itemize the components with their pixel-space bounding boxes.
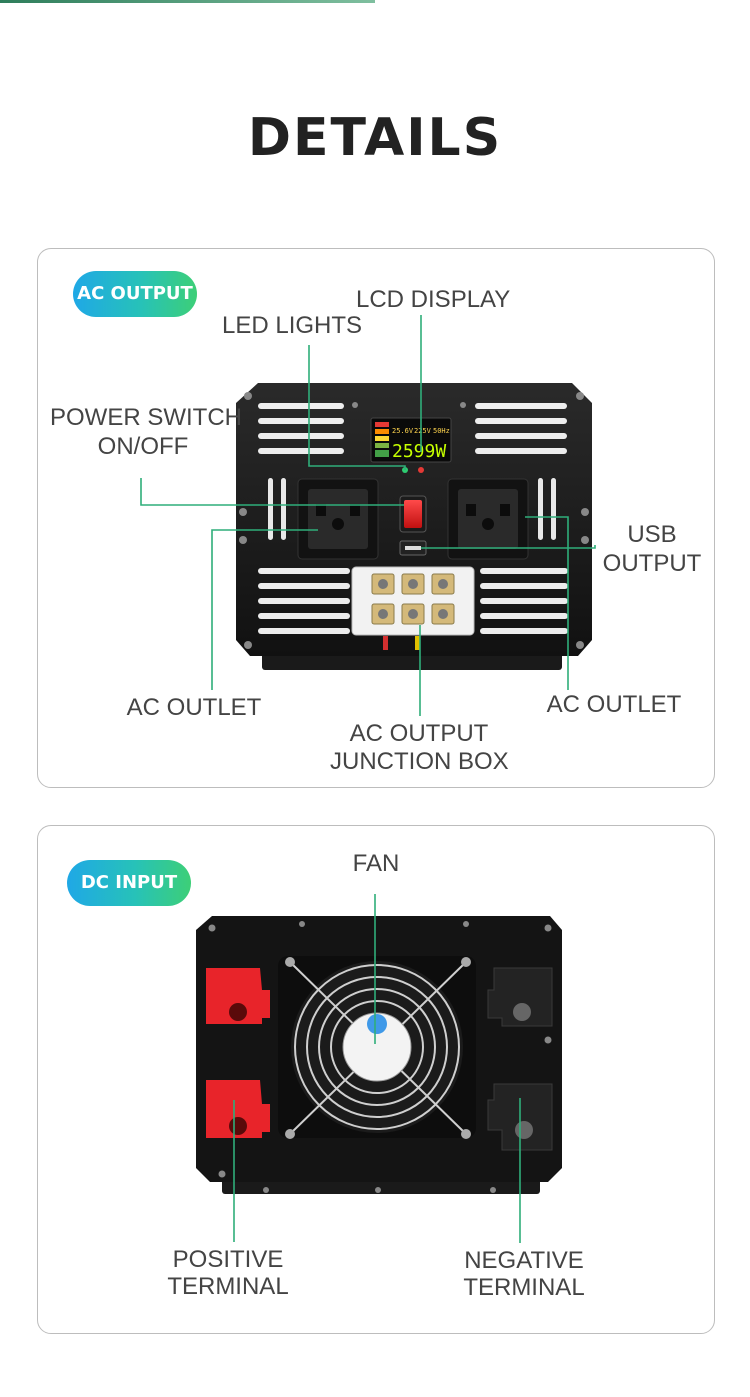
vent-slots-top-right — [475, 403, 567, 454]
lcd-voltage-out: 225V — [414, 427, 432, 435]
lcd-power: 2599W — [392, 441, 446, 462]
dc-callout-lines — [233, 894, 521, 1243]
top-accent-line — [0, 0, 375, 3]
vent-slots-top-left — [258, 403, 344, 454]
label-negative-1: NEGATIVE — [464, 1247, 584, 1274]
label-junction-2: JUNCTION BOX — [330, 748, 509, 775]
label-led-lights: LED LIGHTS — [222, 312, 363, 339]
screw — [244, 392, 252, 400]
dc-input-badge: DC INPUT — [67, 860, 191, 906]
fan-hub-label — [342, 1012, 412, 1082]
label-power-switch-1: POWER SWITCH — [50, 404, 242, 431]
label-ac-outlet-right: AC OUTLET — [546, 691, 682, 718]
label-positive-2: TERMINAL — [167, 1273, 289, 1300]
label-positive-1: POSITIVE — [172, 1246, 284, 1273]
label-fan: FAN — [352, 850, 400, 877]
lcd-voltage-in: 25.6V — [392, 427, 414, 435]
callout-outlet-left — [211, 529, 318, 690]
lcd-battery-bars — [375, 422, 389, 457]
lcd-display — [370, 417, 452, 463]
label-lcd-display: LCD DISPLAY — [356, 286, 511, 313]
label-usb-2: OUTPUT — [602, 550, 702, 577]
screw — [581, 536, 589, 544]
page-title: DETAILS — [247, 108, 503, 168]
label-ac-outlet-left: AC OUTLET — [126, 694, 262, 721]
callout-led — [308, 345, 406, 470]
ac-output-badge: AC OUTPUT — [73, 271, 197, 317]
screw — [352, 402, 358, 408]
screw — [244, 641, 252, 649]
ac-callout-lines — [140, 315, 596, 716]
screw — [239, 536, 247, 544]
vent-slots-bottom — [258, 568, 568, 634]
label-power-switch-2: ON/OFF — [97, 433, 189, 460]
screw — [581, 508, 589, 516]
label-negative-2: TERMINAL — [463, 1274, 585, 1301]
led-red — [418, 467, 424, 473]
screw — [576, 641, 584, 649]
screw — [460, 402, 466, 408]
callout-switch — [140, 478, 404, 506]
fan-grille — [289, 961, 467, 1135]
screw — [576, 392, 584, 400]
lcd-frequency: 50Hz — [433, 427, 450, 435]
screw — [239, 508, 247, 516]
callout-outlet-right — [525, 516, 569, 690]
power-switch-rocker — [404, 500, 422, 528]
vent-slots-side — [268, 478, 556, 540]
label-junction-1: AC OUTPUT — [349, 720, 489, 747]
callout-usb — [421, 545, 596, 549]
label-usb-1: USB — [627, 521, 677, 548]
